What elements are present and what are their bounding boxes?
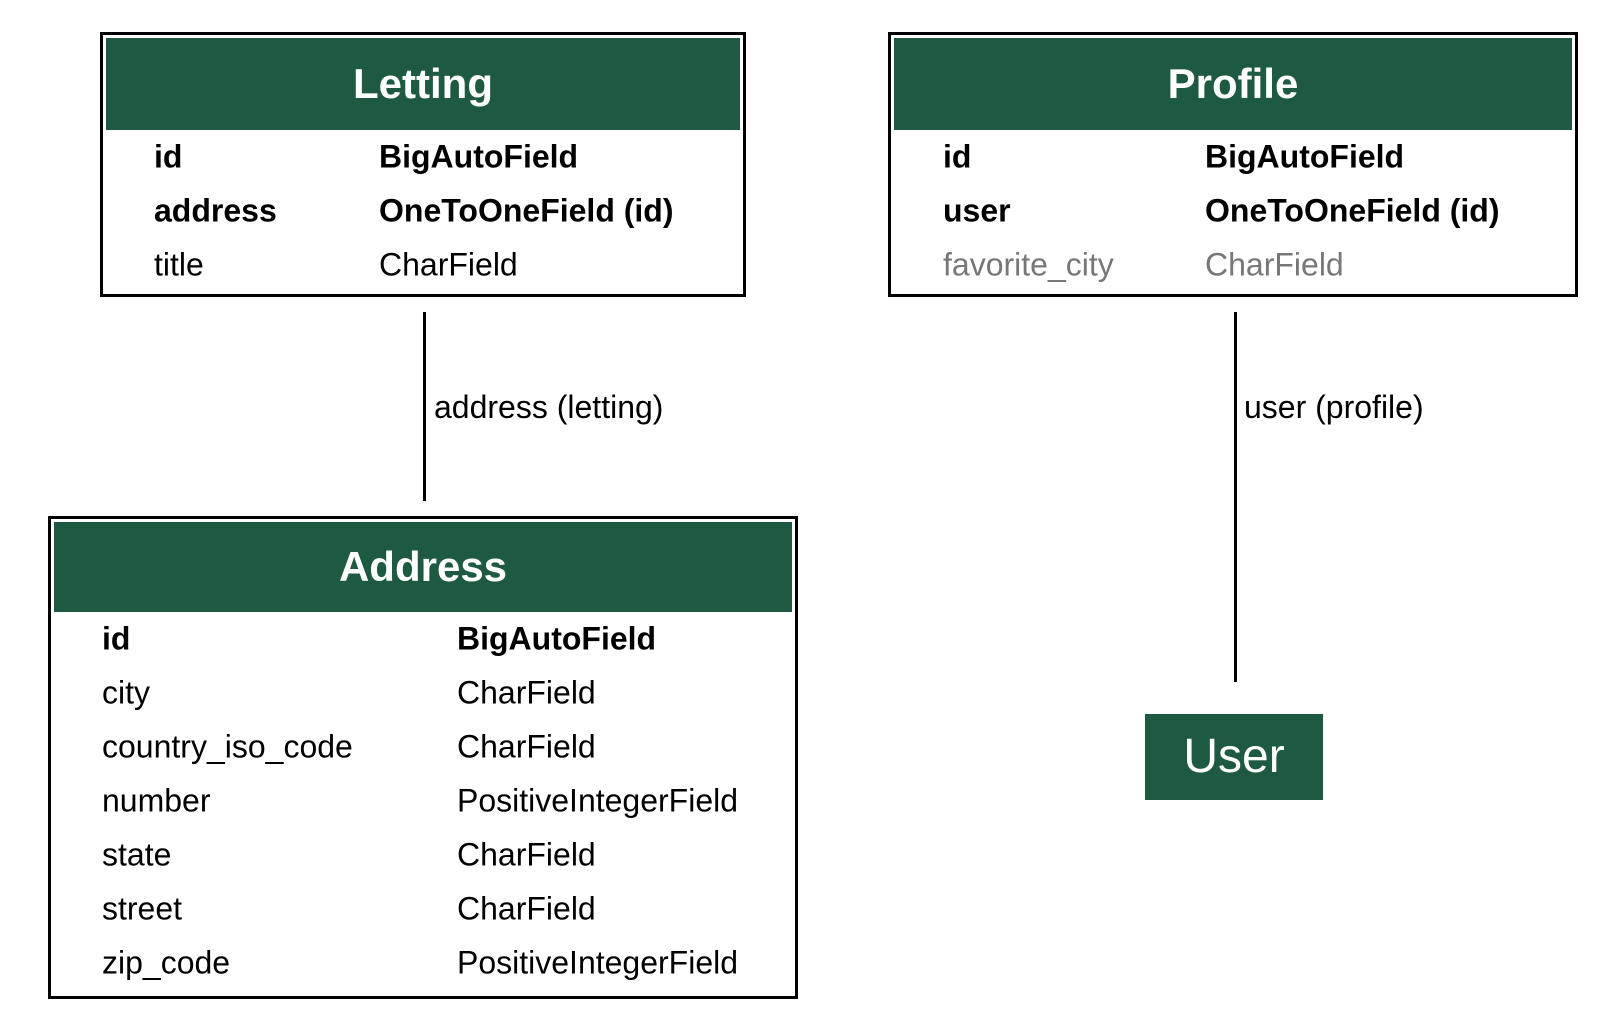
relation-line-profile-user bbox=[1234, 312, 1237, 682]
field-row-state: state CharField bbox=[54, 828, 792, 882]
field-type: PositiveIntegerField bbox=[457, 782, 739, 819]
field-row-favorite-city: favorite_city CharField bbox=[894, 238, 1572, 292]
field-name: id bbox=[943, 138, 972, 175]
field-type: CharField bbox=[457, 836, 596, 873]
model-user: User bbox=[1145, 714, 1323, 800]
relation-label-profile-user: user (profile) bbox=[1244, 389, 1424, 425]
field-row-number: number PositiveIntegerField bbox=[54, 774, 792, 828]
model-letting-title: Letting bbox=[106, 38, 740, 130]
field-name: title bbox=[154, 246, 204, 283]
field-type: OneToOneField (id) bbox=[379, 192, 674, 229]
field-row-title: title CharField bbox=[106, 238, 740, 292]
field-row-street: street CharField bbox=[54, 882, 792, 936]
relation-line-letting-address bbox=[423, 312, 426, 501]
field-row-id: id BigAutoField bbox=[106, 130, 740, 184]
model-letting: Letting id BigAutoField address OneToOneFie… bbox=[100, 32, 746, 297]
field-type: CharField bbox=[457, 674, 596, 711]
field-name: id bbox=[154, 138, 183, 175]
field-name: address bbox=[154, 192, 277, 229]
field-row-user: user OneToOneField (id) bbox=[894, 184, 1572, 238]
field-type: CharField bbox=[457, 890, 596, 927]
field-name: city bbox=[102, 674, 150, 711]
field-name: state bbox=[102, 836, 172, 873]
model-profile-fields: id BigAutoField user OneToOneField (id) favo… bbox=[894, 130, 1572, 292]
field-name: favorite_city bbox=[943, 246, 1114, 283]
field-row-id: id BigAutoField bbox=[54, 612, 792, 666]
field-row-id: id BigAutoField bbox=[894, 130, 1572, 184]
field-type: PositiveIntegerField bbox=[457, 944, 739, 981]
field-row-zip-code: zip_code PositiveIntegerField bbox=[54, 936, 792, 990]
model-profile: Profile id BigAutoField user OneToOneField … bbox=[888, 32, 1578, 297]
field-type: CharField bbox=[457, 728, 596, 765]
field-row-country-iso-code: country_iso_code CharField bbox=[54, 720, 792, 774]
model-letting-fields: id BigAutoField address OneToOneField (id) t… bbox=[106, 130, 740, 292]
field-name: zip_code bbox=[102, 944, 231, 981]
field-type: CharField bbox=[379, 246, 518, 283]
relation-label-letting-address: address (letting) bbox=[434, 389, 664, 425]
field-type: CharField bbox=[1205, 246, 1344, 283]
field-type: BigAutoField bbox=[379, 138, 579, 175]
model-address-title: Address bbox=[54, 522, 792, 612]
field-row-address: address OneToOneField (id) bbox=[106, 184, 740, 238]
field-type: OneToOneField (id) bbox=[1205, 192, 1500, 229]
field-row-city: city CharField bbox=[54, 666, 792, 720]
field-name: country_iso_code bbox=[102, 728, 353, 765]
field-name: id bbox=[102, 620, 131, 657]
field-type: BigAutoField bbox=[457, 620, 657, 657]
field-name: street bbox=[102, 890, 183, 927]
field-name: number bbox=[102, 782, 211, 819]
model-profile-title: Profile bbox=[894, 38, 1572, 130]
field-name: user bbox=[943, 192, 1011, 229]
field-type: BigAutoField bbox=[1205, 138, 1405, 175]
